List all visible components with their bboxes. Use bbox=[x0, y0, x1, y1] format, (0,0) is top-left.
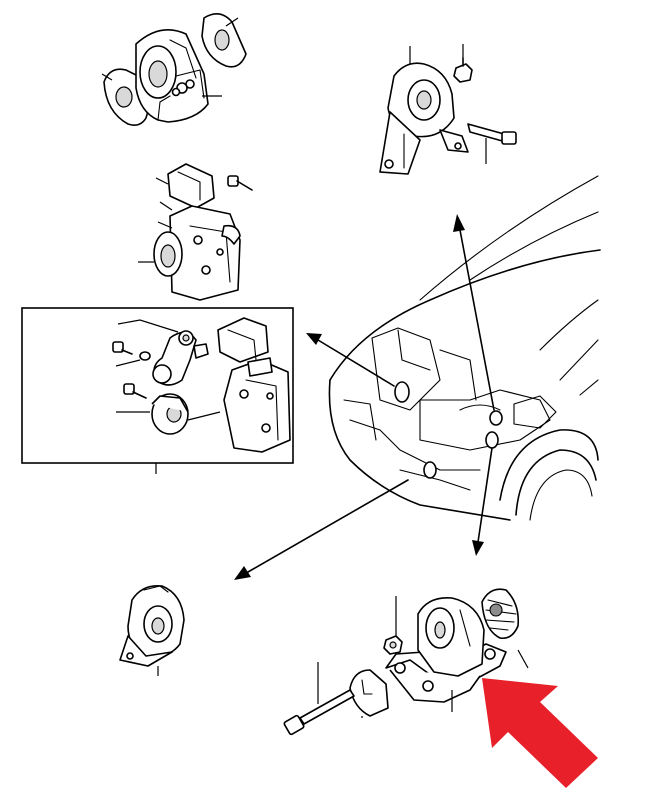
vehicle-front-icon bbox=[328, 175, 601, 521]
bolt-icon bbox=[112, 341, 133, 355]
bolt-icon bbox=[227, 175, 253, 191]
top-left-engine-mount[interactable] bbox=[101, 13, 247, 126]
arrow-to-bottom-left bbox=[234, 479, 409, 580]
inset-torque-rod[interactable] bbox=[112, 319, 221, 435]
arrow-to-inset bbox=[306, 333, 395, 387]
insulator bbox=[481, 588, 520, 640]
bolt-icon bbox=[467, 123, 517, 145]
bottom-left-mount[interactable] bbox=[119, 584, 185, 676]
nut-icon bbox=[383, 635, 403, 655]
arrow-to-bottom-right bbox=[472, 447, 493, 556]
bolt-icon bbox=[123, 383, 147, 399]
bolt-icon bbox=[283, 689, 355, 736]
highlight-arrow-icon bbox=[482, 678, 598, 788]
nut-icon bbox=[453, 57, 473, 83]
bottom-right-transmission-mount[interactable] bbox=[283, 588, 529, 736]
arrow-to-top-right bbox=[453, 214, 495, 411]
top-right-mount[interactable] bbox=[379, 44, 517, 175]
inset-bracket[interactable] bbox=[217, 317, 291, 453]
left-bracket-mount[interactable] bbox=[138, 163, 253, 301]
